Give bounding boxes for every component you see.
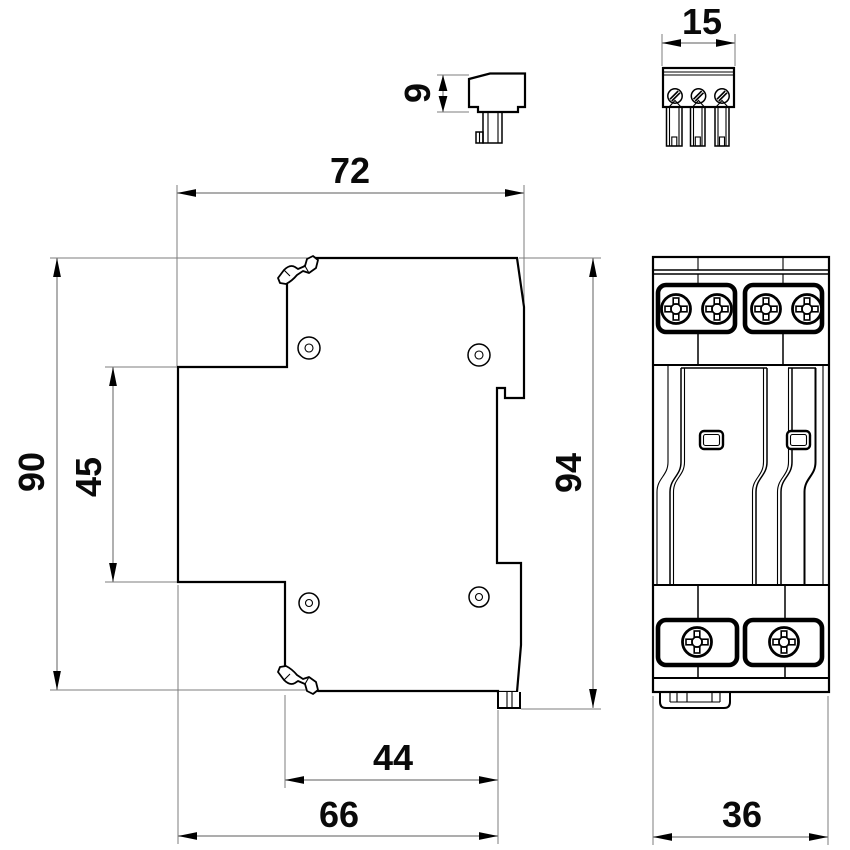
front-view bbox=[651, 255, 831, 709]
dimension-94: 94 bbox=[548, 258, 597, 708]
terminal-block-top-left bbox=[655, 282, 738, 335]
dimension-36: 36 bbox=[653, 794, 828, 841]
din-latch-top-icon bbox=[277, 255, 319, 285]
rivet-marks bbox=[297, 336, 491, 614]
status-window-left bbox=[698, 429, 725, 451]
plug-module-left bbox=[669, 367, 768, 585]
dim-label-36: 36 bbox=[722, 794, 762, 835]
side-view-foot bbox=[497, 692, 521, 709]
dimension-90: 90 bbox=[11, 258, 61, 690]
terminal-screw-icons-bottom bbox=[681, 626, 800, 658]
plug-side-view bbox=[467, 72, 527, 144]
plug-module-right bbox=[776, 367, 817, 585]
dim-label-9: 9 bbox=[397, 83, 438, 103]
dim-label-15: 15 bbox=[682, 1, 722, 42]
dimension-66: 66 bbox=[178, 794, 498, 840]
terminal-screw-icons bbox=[660, 293, 823, 325]
side-view-housing-outline bbox=[176, 256, 526, 694]
dimension-45: 45 bbox=[68, 367, 117, 582]
din-latch-bottom-icon bbox=[277, 665, 319, 695]
side-view bbox=[176, 255, 526, 709]
dim-label-90: 90 bbox=[11, 452, 52, 492]
dim-label-66: 66 bbox=[319, 794, 359, 835]
dim-label-94: 94 bbox=[548, 453, 589, 493]
dim-label-44: 44 bbox=[373, 737, 413, 778]
status-window-right bbox=[785, 429, 812, 451]
dimension-72: 72 bbox=[177, 150, 524, 197]
dim-label-72: 72 bbox=[330, 150, 370, 191]
extension-lines bbox=[50, 34, 829, 845]
terminal-top-view bbox=[661, 66, 736, 147]
dim-label-45: 45 bbox=[68, 457, 109, 497]
connector-contacts bbox=[665, 106, 730, 147]
plug-body bbox=[467, 72, 527, 114]
din-slider-tab bbox=[659, 692, 731, 709]
dimension-9: 9 bbox=[397, 75, 448, 112]
dimension-44: 44 bbox=[285, 737, 498, 784]
dimension-15: 15 bbox=[662, 1, 735, 47]
terminal-block-bottom-right bbox=[742, 617, 825, 668]
connector-screw-icons bbox=[667, 88, 730, 104]
